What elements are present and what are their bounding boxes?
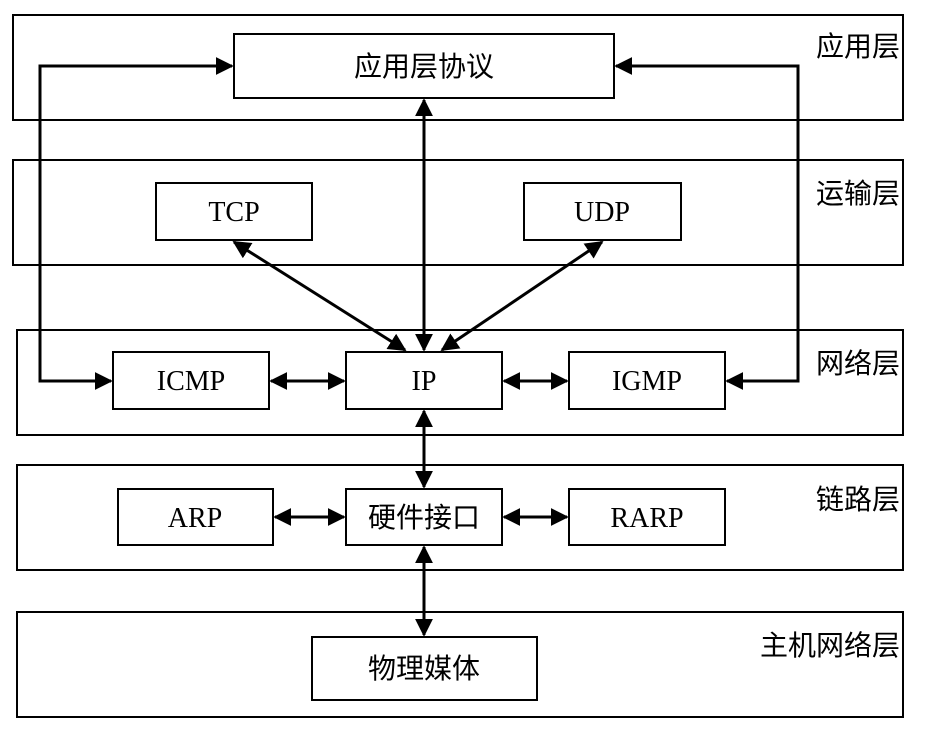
ip-label: IP [412,366,437,397]
tcp-label: TCP [208,197,259,228]
application-layer-label: 应用层 [816,30,900,63]
udp-label: UDP [574,197,630,228]
hw-interface-box [345,488,503,546]
arp-label: ARP [168,503,222,534]
ip-box [345,351,503,410]
app-igmp-connector [614,57,800,390]
app-protocol-box [233,33,615,99]
link-layer-label: 链路层 [816,483,900,516]
transport-layer-label: 运输层 [816,177,900,210]
physical-media-label: 物理媒体 [368,652,480,685]
rarp-box [568,488,726,546]
tcp-ip-arrow [232,240,407,352]
app-protocol-label: 应用层协议 [354,50,494,83]
udp-ip-arrow [440,240,604,352]
host-network-layer-label: 主机网络层 [760,629,900,662]
physical-media-box [311,636,538,701]
igmp-label: IGMP [612,366,682,397]
app-icmp-connector [38,57,234,390]
arp-box [117,488,274,546]
rarp-label: RARP [610,503,683,534]
transport-layer-box [12,159,904,266]
icmp-label: ICMP [157,366,225,397]
network-layer-label: 网络层 [816,347,900,380]
hw-interface-label: 硬件接口 [368,501,480,534]
